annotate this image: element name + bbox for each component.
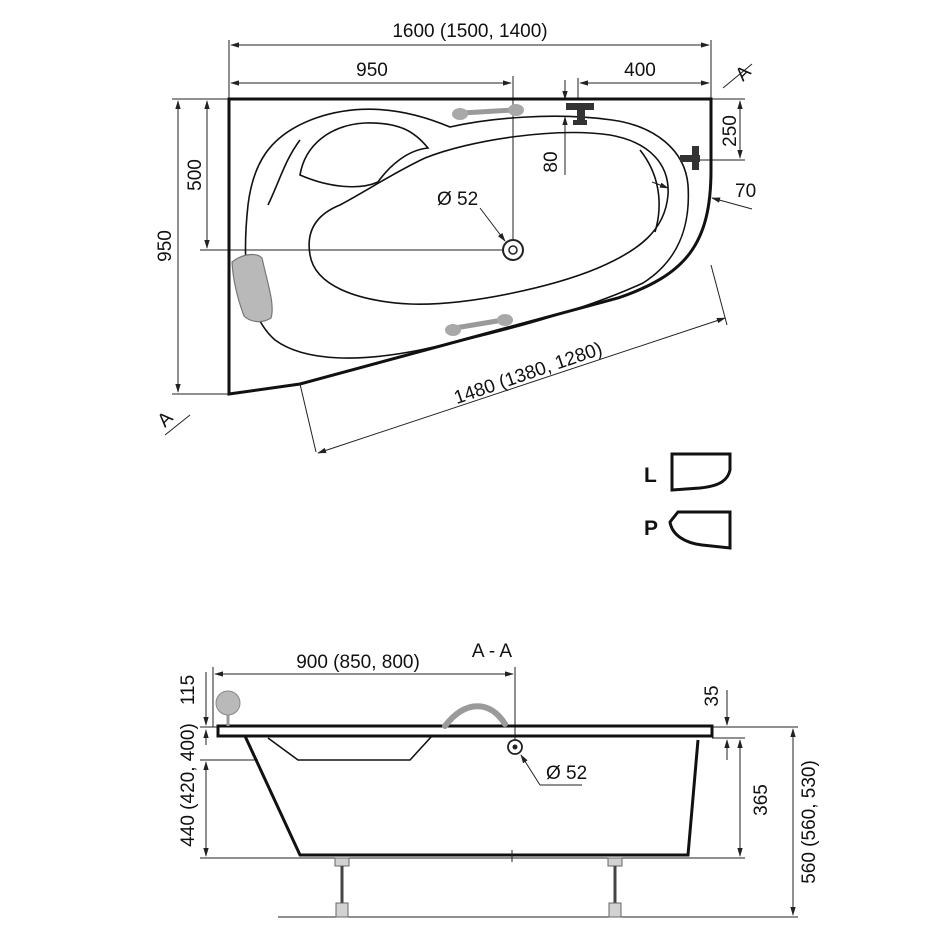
overall-depth-label: 950: [155, 230, 176, 262]
overall-width-dimension: 1600 (1500, 1400): [230, 21, 710, 48]
section-handle-icon: [442, 703, 508, 729]
height-left-dimension: 440 (420, 400): [178, 723, 209, 857]
height-left-label: 440 (420, 400): [178, 723, 199, 847]
overall-width-label: 1600 (1500, 1400): [392, 21, 547, 42]
total-height-label: 560 (560, 530): [799, 760, 820, 884]
top-tap-icon: [566, 103, 594, 125]
section-seat: [267, 735, 433, 761]
rim-height-label: 115: [178, 675, 199, 705]
inner-depth-dimension: 365: [737, 739, 772, 857]
tap-offset-dimension: 400: [579, 60, 710, 86]
tub-backrest: [299, 122, 430, 188]
variant-left-shape: [670, 452, 732, 492]
section-rim: [216, 724, 714, 738]
section-drain-diameter-label: Ø 52: [546, 763, 587, 784]
section-drain-icon: [507, 739, 523, 755]
tub-basin: [308, 131, 669, 305]
leg-right-icon: [607, 857, 623, 918]
drain-offset-label: 950: [356, 60, 388, 81]
variant-left-label: L: [644, 464, 657, 487]
tap-offset-label: 400: [624, 60, 656, 81]
section-title: A - A: [472, 641, 512, 662]
section-drain-offset-label: 900 (850, 800): [296, 652, 420, 673]
section-body: [243, 735, 700, 857]
tub-inner-curve: [267, 139, 301, 206]
edge-width-label: 70: [735, 181, 756, 202]
section-marker-top: A: [722, 61, 756, 89]
edge-width-dimension: 70: [651, 181, 756, 210]
drain-depth-dimension: 500: [185, 100, 210, 249]
section-drain-offset-dimension: 900 (850, 800): [214, 652, 514, 677]
leg-left-icon: [334, 857, 350, 918]
tap-drop-label: 80: [541, 151, 562, 172]
section-headrest-icon: [215, 690, 241, 716]
front-length-label: 1480 (1380, 1280): [451, 339, 605, 409]
variant-right-label: P: [644, 517, 658, 540]
total-height-dimension: 560 (560, 530): [790, 728, 820, 916]
variant-right-shape: [668, 510, 732, 550]
tub-inner-curve-right: [639, 149, 660, 233]
section-marker-bottom: A: [154, 407, 191, 436]
overall-depth-dimension: 950: [155, 100, 181, 393]
tap-depth-label: 250: [720, 115, 741, 147]
tap-drop-dimension: 80: [541, 80, 568, 175]
variant-right: P: [644, 510, 732, 550]
headrest-icon: [231, 253, 273, 323]
top-view: 1600 (1500, 1400) 950 400 950 500 250: [154, 21, 756, 454]
tap-depth-dimension: 250: [720, 100, 743, 159]
inner-depth-label: 365: [751, 784, 772, 816]
tub-outline: [227, 97, 713, 396]
drain-offset-dimension: 950: [230, 60, 512, 86]
drain-depth-label: 500: [185, 159, 206, 191]
svg-text:A: A: [732, 61, 756, 85]
bottom-handle-icon: [445, 314, 513, 336]
variant-left: L: [644, 452, 732, 492]
section-view: A - A 900 (850, 800) 115 35: [178, 641, 820, 918]
side-tap-icon: [680, 146, 700, 170]
rim-thickness-label: 35: [702, 685, 723, 706]
front-length-dimension: 1480 (1380, 1280): [317, 317, 726, 454]
drain-diameter-label: Ø 52: [437, 189, 478, 210]
top-handle-icon: [452, 104, 524, 120]
drain-icon: [502, 239, 524, 261]
rim-height-dimension: 115: [178, 672, 209, 726]
rim-thickness-dimension: 35: [702, 685, 730, 760]
